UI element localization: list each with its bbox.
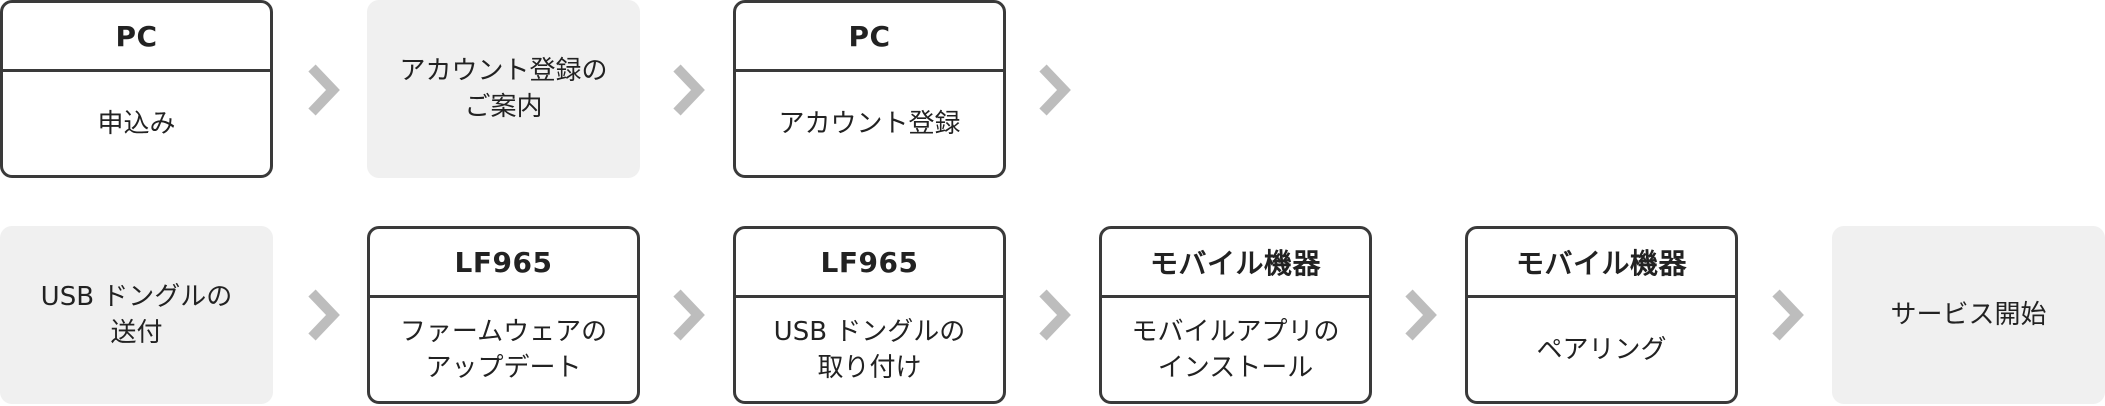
- step-body: USB ドングルの 取り付け: [736, 298, 1003, 401]
- step-mobile-pairing: モバイル機器 ペアリング: [1465, 226, 1738, 404]
- step-lf965-dongle-install: LF965 USB ドングルの 取り付け: [733, 226, 1006, 404]
- step-service-start: サービス開始: [1832, 226, 2105, 404]
- step-body: サービス開始: [1832, 226, 2105, 404]
- step-header: モバイル機器: [1468, 229, 1735, 298]
- step-body: アカウント登録の ご案内: [367, 0, 640, 178]
- step-label: USB ドングルの 取り付け: [773, 316, 966, 383]
- step-pc-account-registration: PC アカウント登録: [733, 0, 1006, 178]
- step-label: モバイルアプリの インストール: [1131, 316, 1340, 383]
- step-body: モバイルアプリの インストール: [1102, 298, 1369, 401]
- chevron-right-icon: [671, 63, 705, 117]
- step-header: LF965: [370, 229, 637, 298]
- step-header: モバイル機器: [1102, 229, 1369, 298]
- chevron-right-icon: [1037, 288, 1071, 342]
- step-mobile-app-install: モバイル機器 モバイルアプリの インストール: [1099, 226, 1372, 404]
- chevron-right-icon: [306, 288, 340, 342]
- step-label: アカウント登録の ご案内: [399, 56, 608, 122]
- step-label: ペアリング: [1536, 334, 1667, 365]
- chevron-right-icon: [1770, 288, 1804, 342]
- step-lf965-firmware-update: LF965 ファームウェアの アップデート: [367, 226, 640, 404]
- step-label: 申込み: [97, 108, 176, 139]
- step-body: USB ドングルの 送付: [0, 226, 273, 404]
- chevron-right-icon: [671, 288, 705, 342]
- step-account-guide: アカウント登録の ご案内: [367, 0, 640, 178]
- chevron-right-icon: [1037, 63, 1071, 117]
- step-label: サービス開始: [1890, 300, 2047, 330]
- step-body: アカウント登録: [736, 72, 1003, 175]
- step-body: 申込み: [3, 72, 270, 175]
- chevron-right-icon: [1403, 288, 1437, 342]
- step-header: PC: [736, 3, 1003, 72]
- step-body: ファームウェアの アップデート: [370, 298, 637, 401]
- step-label: ファームウェアの アップデート: [399, 316, 608, 383]
- chevron-right-icon: [306, 63, 340, 117]
- step-usb-dongle-shipping: USB ドングルの 送付: [0, 226, 273, 404]
- step-body: ペアリング: [1468, 298, 1735, 401]
- step-header: LF965: [736, 229, 1003, 298]
- step-header: PC: [3, 3, 270, 72]
- step-label: USB ドングルの 送付: [40, 282, 233, 348]
- step-pc-apply: PC 申込み: [0, 0, 273, 178]
- step-label: アカウント登録: [778, 108, 961, 139]
